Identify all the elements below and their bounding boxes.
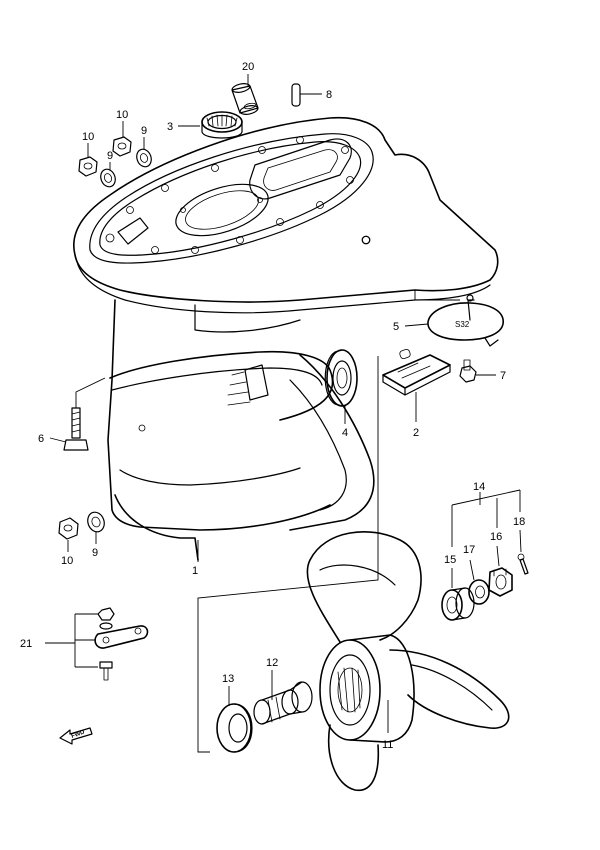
callout-4: 4: [342, 427, 348, 439]
part-7-bolt: [459, 359, 477, 383]
callout-10-top-right: 10: [116, 109, 128, 121]
callout-2: 2: [413, 427, 419, 439]
part-17-washer: [468, 579, 490, 605]
part-15-spacer: [441, 587, 475, 621]
callout-3: 3: [167, 121, 173, 133]
callout-1: 1: [192, 565, 198, 577]
part-10-nut-lower: [58, 517, 79, 540]
gear-case-housing: [73, 116, 499, 561]
part-3-needle-bearing: [201, 111, 243, 139]
leader-lines: [45, 74, 522, 753]
part-16-castle-nut: [488, 567, 513, 597]
part-18-cotter-pin: [517, 553, 529, 575]
part-8-dowel-pin: [291, 83, 301, 107]
callout-18: 18: [513, 516, 525, 528]
callout-6: 6: [38, 433, 44, 445]
part-6-bolt: [63, 407, 89, 451]
callout-11: 11: [382, 739, 393, 751]
fwd-label: FWD: [71, 729, 87, 740]
forward-direction-arrow: FWD: [59, 727, 93, 745]
callout-12: 12: [266, 657, 278, 669]
callout-9-top-left: 9: [107, 150, 113, 162]
part-5-trim-tab-anode: S32: [427, 294, 504, 347]
callout-9-top-right: 9: [141, 125, 147, 137]
callout-16: 16: [490, 531, 502, 543]
callout-20: 20: [242, 61, 254, 73]
callout-8: 8: [326, 89, 332, 101]
anode-casting-mark: S32: [455, 320, 470, 329]
part-10-nut-top-2: [112, 136, 132, 157]
part-11-propeller: [306, 531, 510, 792]
part-9-washer-lower: [87, 511, 105, 533]
callout-10-top-left: 10: [82, 131, 94, 143]
part-21-bracket-set: [94, 607, 149, 681]
callout-10-lower: 10: [61, 555, 73, 567]
part-13-thrust-washer: [216, 703, 253, 753]
part-9-washer-top-1: [100, 168, 116, 188]
part-12-spacer: [253, 681, 313, 725]
part-2-plate: [382, 348, 451, 396]
callout-5: 5: [393, 321, 399, 333]
callout-21: 21: [20, 638, 32, 650]
part-9-washer-top-2: [136, 148, 152, 168]
callout-9-lower: 9: [92, 547, 98, 559]
part-20-plug: [231, 83, 259, 115]
part-10-nut-top-1: [78, 156, 98, 177]
callout-numbers: 20 8 3 10 10 9 9 5 7 2 4 6 10 9 1 14 18 …: [20, 61, 525, 751]
callout-15: 15: [444, 554, 456, 566]
part-4-ball-bearing: [324, 349, 358, 407]
callout-7: 7: [500, 370, 506, 382]
callout-17: 17: [463, 544, 475, 556]
callout-14: 14: [473, 481, 485, 493]
callout-13: 13: [222, 673, 234, 685]
